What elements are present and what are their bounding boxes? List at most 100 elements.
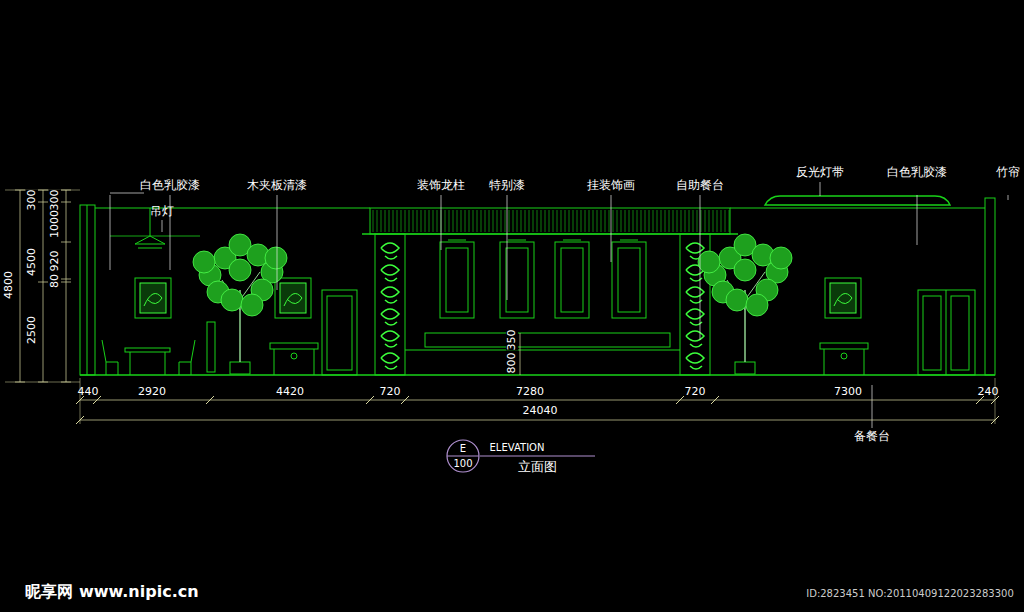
- dimension-tick: [711, 396, 719, 404]
- roof-hatch: [609, 210, 610, 232]
- hanging-frame: [440, 242, 474, 318]
- roof-hatch: [401, 210, 402, 232]
- callout-label: 反光灯带: [796, 166, 844, 179]
- leader-line: [872, 385, 873, 428]
- left-wall: [80, 205, 95, 375]
- dimension-line: [43, 190, 44, 382]
- chair: [179, 340, 195, 375]
- door-panel: [951, 296, 969, 370]
- roof-hatch: [485, 210, 486, 232]
- title-underline: [480, 456, 595, 457]
- line: [864, 349, 865, 375]
- roof-hatch: [457, 210, 458, 232]
- roof-hatch: [605, 210, 606, 232]
- roof-hatch: [481, 210, 482, 232]
- dimension-tick: [38, 282, 48, 283]
- picture-motif: [144, 294, 162, 307]
- tree-foliage: [770, 247, 792, 269]
- frame-hanger: [508, 240, 526, 241]
- column-ornament: [686, 331, 704, 347]
- wall-picture: [275, 278, 311, 318]
- hanging-frame: [612, 242, 646, 318]
- line: [274, 349, 275, 375]
- roof-hatch: [541, 210, 542, 232]
- column-ornament: [381, 331, 399, 347]
- roof-hatch: [453, 210, 454, 232]
- roof-hatch: [697, 210, 698, 232]
- hanging-frame: [555, 242, 589, 318]
- roof-hatch: [385, 210, 386, 232]
- callout-label: 挂装饰画: [587, 179, 635, 192]
- roof-hatch: [681, 210, 682, 232]
- roof-hatch: [573, 210, 574, 232]
- roof-hatch: [509, 210, 510, 232]
- dining-table: [125, 348, 170, 352]
- callout-label: 吊灯: [150, 205, 174, 218]
- scale-number: 100: [446, 459, 480, 469]
- tree-foliage: [734, 259, 756, 281]
- dimension-value: 24040: [523, 405, 558, 417]
- roof-hatch: [409, 210, 410, 232]
- frame-inner: [506, 248, 528, 312]
- roof-hatch: [725, 210, 726, 232]
- dimension-value: 1000: [49, 210, 61, 238]
- watermark: ID:2823451 NO:20110409122023283300: [806, 588, 1014, 599]
- roof-hatch: [469, 210, 470, 232]
- roof-hatch: [397, 210, 398, 232]
- dimension-value: 4800: [3, 271, 15, 299]
- dimension-tick: [61, 242, 71, 243]
- tree-foliage: [746, 294, 768, 316]
- floor-line: [80, 374, 995, 376]
- wall-picture: [135, 278, 171, 318]
- column-ornament: [381, 309, 399, 325]
- view-letter: E: [446, 444, 480, 454]
- roof-hatch: [597, 210, 598, 232]
- door: [322, 290, 357, 375]
- leader-line: [820, 182, 821, 196]
- table-knob: [291, 353, 297, 359]
- roof-hatch: [621, 210, 622, 232]
- roof-hatch: [657, 210, 658, 232]
- roof-hatch: [433, 210, 434, 232]
- roof-hatch: [721, 210, 722, 232]
- dimension-value: 80: [49, 274, 61, 288]
- roof-hatch: [593, 210, 594, 232]
- dragon-column: [375, 234, 405, 375]
- dimension-value: 920: [49, 251, 61, 272]
- roof-hatch: [561, 210, 562, 232]
- column-ornament: [381, 353, 399, 369]
- planter: [230, 362, 250, 374]
- dimension-value: 2920: [138, 386, 166, 398]
- tree-foliage: [229, 259, 251, 281]
- roof-hatch: [529, 210, 530, 232]
- roof-hatch: [545, 210, 546, 232]
- roof-hatch: [405, 210, 406, 232]
- line: [314, 349, 315, 375]
- roof-hatch: [373, 210, 374, 232]
- roof-hatch: [717, 210, 718, 232]
- dimension-value: 240: [978, 386, 999, 398]
- roof-hatch: [489, 210, 490, 232]
- callout-label: 木夹板清漆: [247, 179, 307, 192]
- roof-hatch: [673, 210, 674, 232]
- dimension-value: 720: [685, 386, 706, 398]
- lamp-line: [110, 236, 200, 237]
- roof-hatch: [557, 210, 558, 232]
- leader-line: [700, 195, 701, 340]
- roof-hatch: [497, 210, 498, 232]
- dimension-line: [80, 420, 995, 421]
- dimension-line: [66, 190, 67, 382]
- counter-base: [405, 350, 680, 351]
- roof-hatch: [565, 210, 566, 232]
- roof-hatch: [589, 210, 590, 232]
- picture-motif: [284, 294, 302, 307]
- tree-foliage: [265, 247, 287, 269]
- extension-line: [5, 382, 80, 383]
- roof-hatch: [709, 210, 710, 232]
- chandelier: [135, 236, 165, 248]
- light-strip: [765, 196, 950, 205]
- roof-hatch: [513, 210, 514, 232]
- door-panel: [923, 296, 941, 370]
- leader-line: [611, 195, 612, 262]
- hanging-frame: [500, 242, 534, 318]
